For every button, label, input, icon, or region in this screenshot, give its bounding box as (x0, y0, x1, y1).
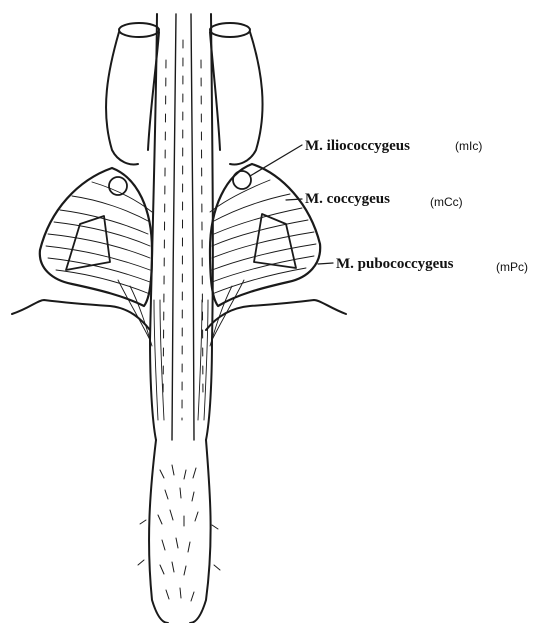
label-iliococcygeus: M. iliococcygeus (mIc) (305, 138, 482, 154)
label-name: M. iliococcygeus (305, 138, 410, 154)
leader-line-iliococcygeus (250, 145, 302, 176)
label-abbreviation: (mPc) (496, 260, 528, 274)
tail-column (149, 14, 213, 623)
label-name: M. pubococcygeus (336, 256, 454, 272)
column-striations (163, 40, 203, 420)
right-pelvic-bone (210, 23, 263, 164)
label-coccygeus: M. coccygeus (mCc) (305, 191, 463, 209)
label-abbreviation: (mCc) (430, 195, 463, 209)
label-abbreviation: (mIc) (455, 139, 482, 153)
label-name: M. coccygeus (305, 191, 390, 207)
left-muscle-group (40, 168, 164, 420)
pelvic-outline (12, 300, 346, 330)
left-pelvic-bone (106, 23, 159, 164)
label-pubococcygeus: M. pubococcygeus (mPc) (336, 256, 528, 274)
right-muscle-group (198, 164, 320, 420)
leader-line-pubococcygeus (318, 263, 333, 264)
